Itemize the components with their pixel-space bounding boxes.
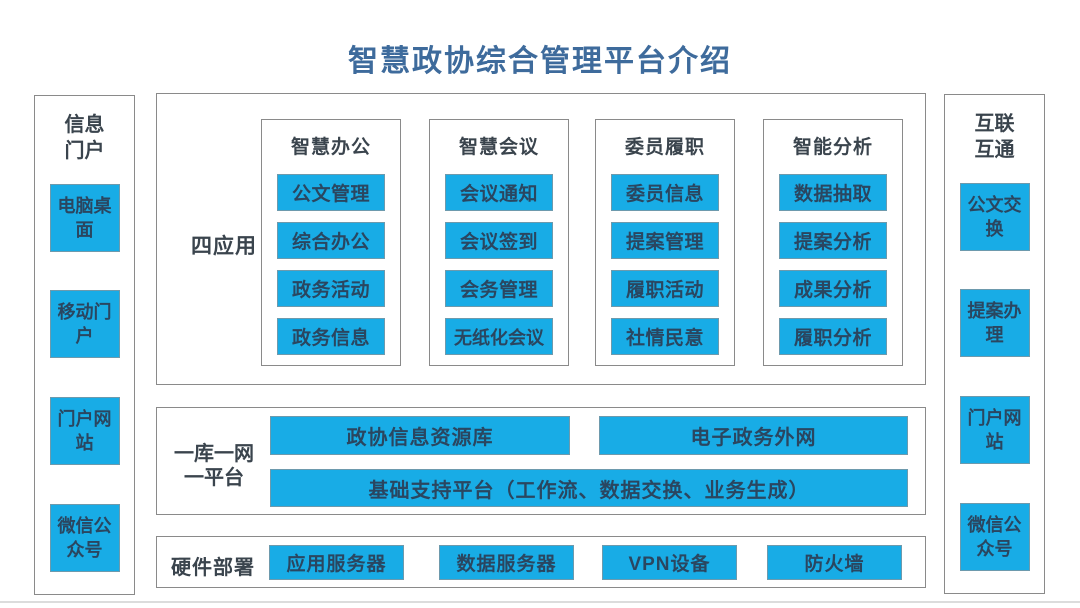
right-panel-interconnect: 互联互通 公文交换 提案办理 门户网站 微信公众号	[944, 94, 1045, 594]
left-panel-item-wechat: 微信公众号	[49, 504, 120, 572]
app-column-header: 智能分析	[792, 137, 873, 158]
app-column-header: 智慧会议	[458, 137, 539, 158]
app-item: 提案分析	[779, 222, 887, 259]
left-panel-info-portal: 信息门户 电脑桌面 移动门户 门户网站 微信公众号	[34, 95, 135, 595]
right-panel-item-wechat: 微信公众号	[959, 503, 1030, 571]
left-panel-title: 信息门户	[64, 114, 105, 162]
platform-box-resource-db: 政协信息资源库	[270, 416, 570, 455]
app-item: 公文管理	[277, 174, 385, 211]
left-panel-item-desktop: 电脑桌面	[49, 184, 120, 252]
hardware-section: 硬件部署 应用服务器 数据服务器 VPN设备 防火墙	[156, 536, 926, 588]
app-item: 成果分析	[779, 270, 887, 307]
hardware-item-app-server: 应用服务器	[269, 545, 404, 580]
left-panel-item-mobile-portal: 移动门户	[49, 290, 120, 358]
app-item: 履职分析	[779, 318, 887, 355]
app-item: 数据抽取	[779, 174, 887, 211]
app-item: 无纸化会议	[445, 318, 553, 355]
hardware-label: 硬件部署	[171, 557, 255, 579]
platform-box-egov-extranet: 电子政务外网	[599, 416, 908, 455]
platform-section: 一库一网一平台 政协信息资源库 电子政务外网 基础支持平台（工作流、数据交换、业…	[156, 407, 926, 515]
applications-label: 四应用	[191, 235, 257, 258]
applications-section: 四应用 智慧办公 公文管理 综合办公 政务活动 政务信息 智慧会议 会议通知 会…	[156, 93, 926, 385]
app-column-header: 智慧办公	[290, 137, 371, 158]
app-item: 社情民意	[611, 318, 719, 355]
app-item: 会务管理	[445, 270, 553, 307]
app-column-header: 委员履职	[624, 137, 705, 158]
app-item: 政务活动	[277, 270, 385, 307]
app-item: 政务信息	[277, 318, 385, 355]
app-column-smart-office: 智慧办公 公文管理 综合办公 政务活动 政务信息	[261, 119, 401, 366]
app-item: 会议签到	[445, 222, 553, 259]
hardware-item-data-server: 数据服务器	[439, 545, 574, 580]
app-item: 提案管理	[611, 222, 719, 259]
hardware-item-firewall: 防火墙	[767, 545, 902, 580]
diagram-title: 智慧政协综合管理平台介绍	[348, 45, 732, 78]
right-panel-item-doc-exchange: 公文交换	[959, 183, 1030, 251]
platform-label: 一库一网一平台	[174, 443, 254, 489]
app-column-smart-meeting: 智慧会议 会议通知 会议签到 会务管理 无纸化会议	[429, 119, 569, 366]
left-panel-item-portal-site: 门户网站	[49, 397, 120, 465]
app-item: 委员信息	[611, 174, 719, 211]
right-panel-item-proposal-handling: 提案办理	[959, 289, 1030, 357]
app-column-smart-analysis: 智能分析 数据抽取 提案分析 成果分析 履职分析	[763, 119, 903, 366]
right-panel-title: 互联互通	[974, 113, 1015, 161]
hardware-item-vpn-device: VPN设备	[602, 545, 737, 580]
app-item: 履职活动	[611, 270, 719, 307]
app-column-member-duty: 委员履职 委员信息 提案管理 履职活动 社情民意	[595, 119, 735, 366]
app-item: 会议通知	[445, 174, 553, 211]
right-panel-item-portal-site: 门户网站	[959, 396, 1030, 464]
app-item: 综合办公	[277, 222, 385, 259]
platform-box-base-support: 基础支持平台（工作流、数据交换、业务生成）	[270, 469, 908, 507]
bottom-divider	[0, 601, 1080, 603]
